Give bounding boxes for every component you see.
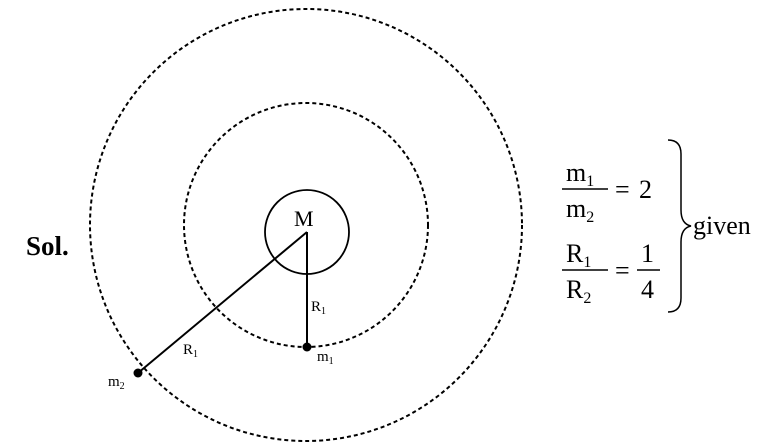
mass-label-m2: m2	[108, 374, 125, 392]
eq1-numerator: m1	[566, 158, 594, 190]
eq2-value-denominator: 4	[641, 275, 654, 304]
radius-line-outer	[137, 231, 308, 374]
radius-label-outer: R1	[183, 342, 198, 360]
eq2-denominator: R2	[566, 275, 591, 307]
eq1-equals: =	[615, 175, 630, 204]
eq2-equals: =	[615, 256, 630, 285]
eq2-numerator: R1	[566, 239, 591, 271]
satellite-m1-dot	[302, 342, 312, 352]
radius-label-inner: R1	[311, 299, 326, 317]
right-curly-brace	[667, 139, 692, 313]
eq1-value: 2	[639, 175, 652, 204]
given-label: given	[693, 211, 751, 240]
outer-orbit	[89, 8, 523, 442]
satellite-m2-dot	[133, 368, 143, 378]
mass-label-m1: m1	[317, 349, 334, 367]
eq2-value-numerator: 1	[641, 239, 654, 268]
sol-label: Sol.	[26, 231, 69, 261]
eq1-denominator: m2	[566, 194, 594, 226]
planet-label: M	[294, 206, 314, 231]
